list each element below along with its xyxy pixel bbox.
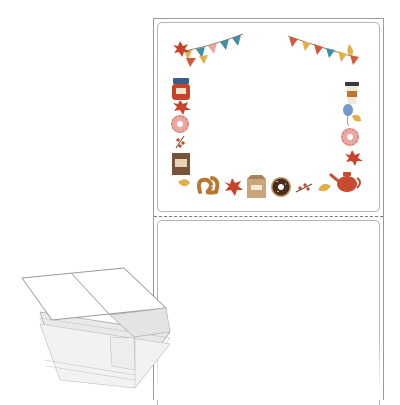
berry-twig-icon <box>175 135 185 149</box>
coffee-bag-icon <box>172 153 190 175</box>
teapot-icon <box>329 172 361 192</box>
paper-bag-icon <box>247 175 266 198</box>
bunting-right-icon <box>287 35 359 65</box>
sheet-fade <box>154 330 383 400</box>
maple-leaf-icon <box>173 100 191 115</box>
maple-leaf-icon <box>224 178 243 196</box>
coffee-cup-icon <box>345 82 359 104</box>
pretzel-icon <box>196 176 220 195</box>
donut-pink-icon <box>171 115 189 133</box>
ginkgo-leaf-icon <box>318 183 331 192</box>
berry-twig-icon <box>295 183 313 193</box>
perforation-line <box>154 216 383 217</box>
donut-pink-icon <box>341 128 359 146</box>
printed-label <box>157 22 380 212</box>
maple-leaf-icon <box>173 41 190 57</box>
bunting-left-icon <box>177 33 244 67</box>
label-stack-illustration <box>21 267 171 389</box>
donut-chocolate-icon <box>271 177 291 197</box>
balloon-icon <box>343 104 353 127</box>
maple-leaf-icon <box>345 150 363 166</box>
ginkgo-leaf-icon <box>352 114 361 122</box>
jam-jar-icon <box>172 78 190 100</box>
ginkgo-leaf-icon <box>347 44 354 56</box>
ginkgo-leaf-icon <box>178 179 190 187</box>
label-sheet <box>153 18 384 405</box>
